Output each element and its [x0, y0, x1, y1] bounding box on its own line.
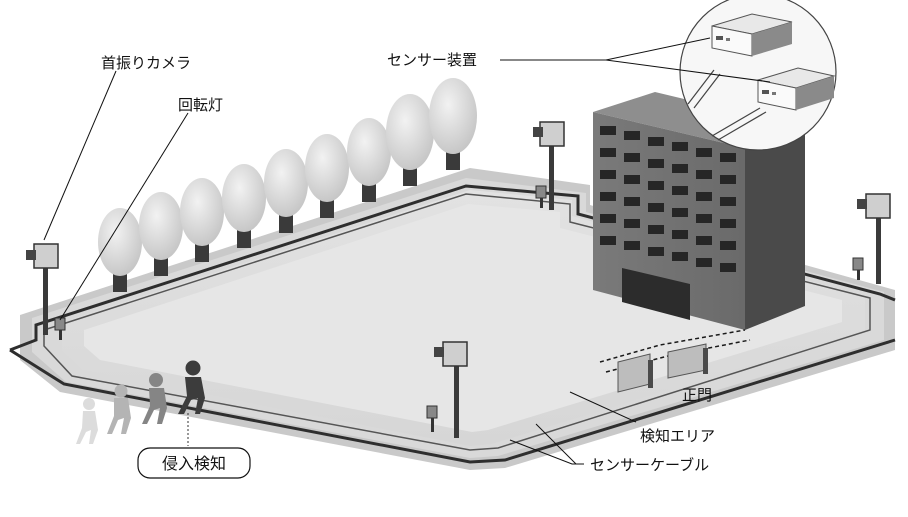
tree-icon — [429, 78, 477, 170]
tree-icon — [305, 134, 349, 218]
sensor-cable-line — [9, 184, 896, 464]
label-rotating-light: 回転灯 — [178, 96, 223, 114]
intrusion-detection-badge: 侵入検知 — [137, 447, 251, 479]
intruder-figures — [76, 360, 205, 446]
building-windows — [600, 126, 736, 272]
tree-icon — [180, 178, 224, 262]
tree-icon — [139, 192, 183, 276]
sensor-device-icon — [757, 67, 836, 111]
rotating-light-icon — [535, 185, 547, 208]
rotating-light-icon — [426, 405, 438, 432]
label-intrusion-detection: 侵入検知 — [162, 454, 226, 473]
label-detection-area: 検知エリア — [640, 427, 715, 445]
swivel-camera-right — [857, 193, 891, 284]
tree-icon — [98, 208, 142, 292]
tree-icon — [386, 94, 434, 186]
building-entrance — [622, 268, 690, 320]
tree-icon — [222, 164, 266, 248]
person-icon — [107, 384, 131, 434]
label-sensor-device: センサー装置 — [387, 51, 477, 69]
swivel-camera-left — [26, 243, 59, 335]
label-main-gate: 正門 — [682, 386, 712, 404]
label-sensor-cable: センサーケーブル — [590, 456, 709, 474]
tree-row — [98, 78, 477, 292]
tree-icon — [264, 149, 308, 233]
swivel-camera-top — [533, 121, 565, 210]
main-gate — [599, 329, 751, 393]
person-icon — [76, 398, 98, 444]
label-swivel-camera: 首振りカメラ — [101, 54, 191, 72]
tree-icon — [347, 118, 391, 202]
person-icon — [178, 360, 205, 414]
sensor-device-closeup — [679, 0, 837, 151]
person-icon — [142, 373, 167, 424]
rotating-light-icon — [54, 317, 66, 340]
swivel-camera-center — [434, 341, 468, 438]
sensor-device-icon — [711, 13, 793, 57]
leader-lines — [43, 37, 771, 465]
rotating-light-icon — [852, 257, 864, 280]
